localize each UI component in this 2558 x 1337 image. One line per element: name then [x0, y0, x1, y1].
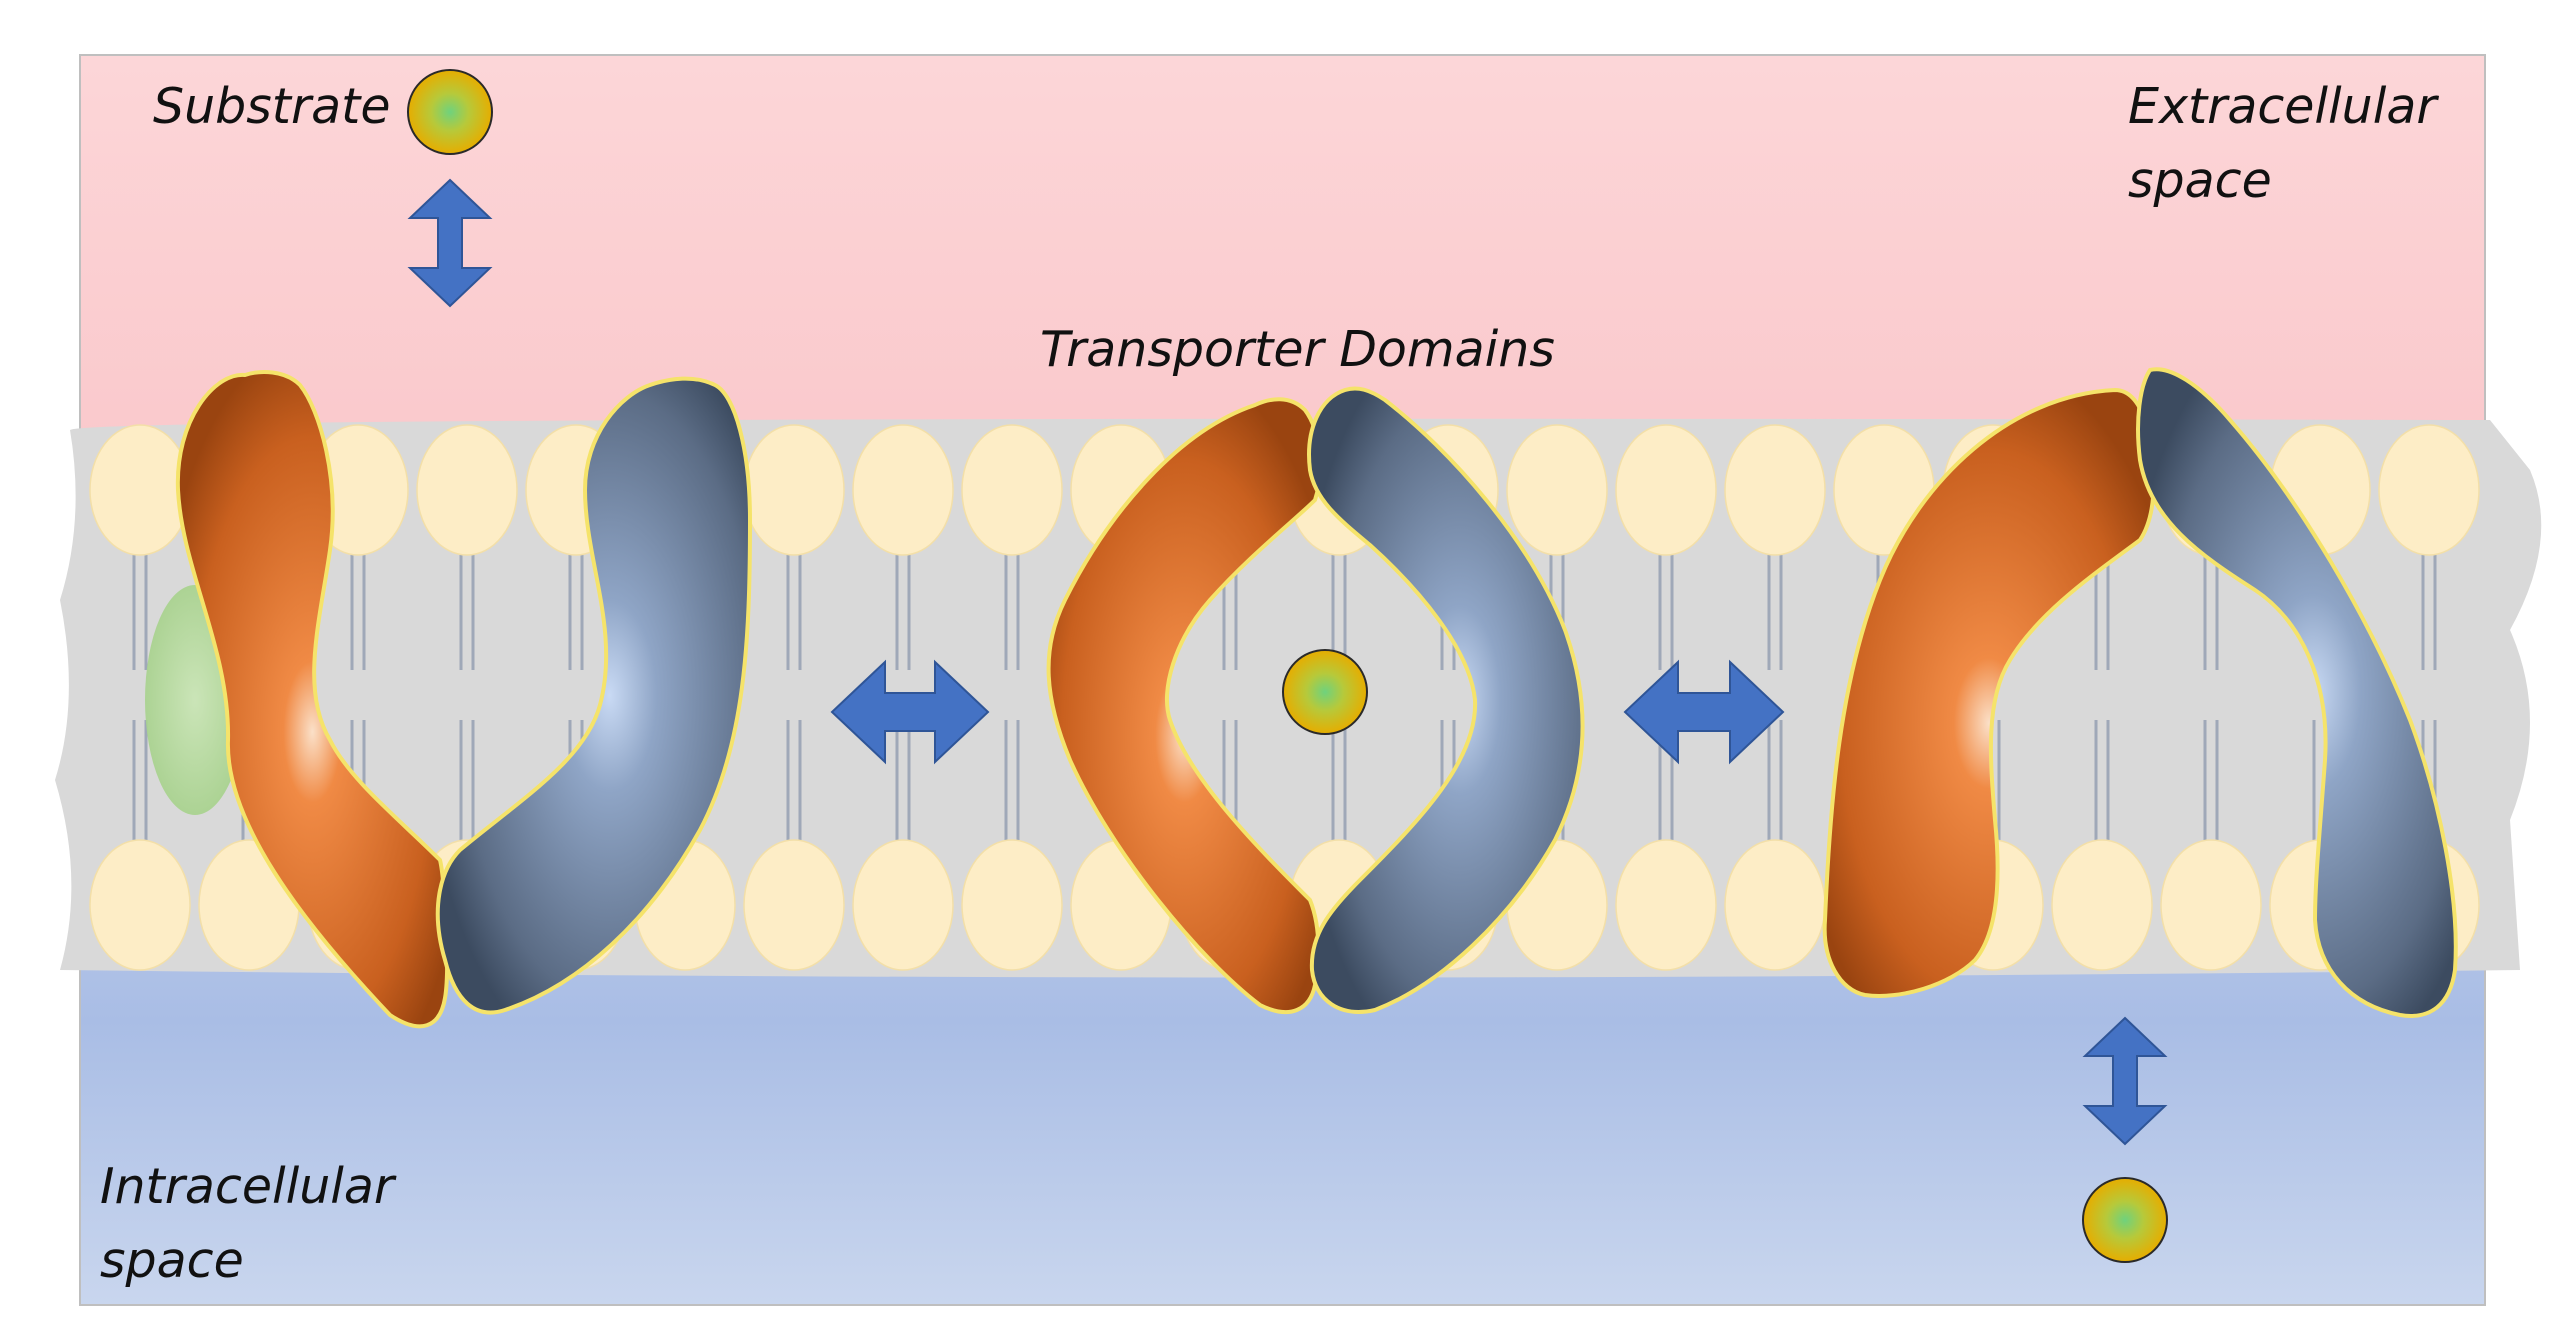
- intracellular-line1: Intracellular: [100, 1158, 395, 1215]
- double-arrow-vertical-icon: [2082, 1016, 2168, 1146]
- intracellular-space-label: Intracellular space: [100, 1150, 394, 1297]
- substrate-molecule-icon: [407, 69, 493, 155]
- lipid-head: [1615, 839, 1717, 971]
- lipid-head: [1615, 424, 1717, 556]
- transporter-inward-open: [1822, 367, 2458, 1018]
- lipid-head: [2051, 839, 2153, 971]
- double-arrow-vertical-icon: [407, 178, 493, 308]
- domain-slate-outward: [435, 376, 753, 1015]
- domain-slate-inward: [2136, 367, 2458, 1018]
- double-arrow-horizontal-icon: [830, 659, 990, 765]
- extracellular-line1: Extracellular: [2128, 78, 2437, 135]
- lipid-head: [416, 424, 518, 556]
- lipid-head: [852, 424, 954, 556]
- lipid-head: [852, 839, 954, 971]
- lipid-head: [2160, 839, 2262, 971]
- double-arrow-horizontal-icon: [1623, 659, 1785, 765]
- lipid-head: [961, 424, 1063, 556]
- intracellular-line2: space: [100, 1231, 244, 1289]
- extracellular-space-label: Extracellular space: [2128, 70, 2437, 217]
- domain-orange-inward: [1822, 387, 2156, 998]
- lipid-head: [89, 424, 191, 556]
- lipid-head: [1724, 424, 1826, 556]
- lipid-head: [743, 839, 845, 971]
- lipid-head: [1506, 424, 1608, 556]
- domain-orange-outward: [175, 370, 450, 1029]
- substrate-molecule-icon: [1282, 649, 1368, 735]
- transporter-occluded: [1046, 386, 1585, 1015]
- transporter-outward-open: [175, 370, 753, 1029]
- lipid-head: [89, 839, 191, 971]
- lipid-head: [743, 424, 845, 556]
- transporter-domains-label: Transporter Domains: [1040, 321, 1555, 378]
- lipid-head: [1724, 839, 1826, 971]
- domain-slate-occluded: [1307, 386, 1585, 1014]
- lipid-head: [961, 839, 1063, 971]
- substrate-molecule-icon: [2082, 1177, 2168, 1263]
- substrate-label: Substrate: [153, 78, 391, 135]
- extracellular-line2: space: [2128, 151, 2272, 209]
- lipid-head: [2378, 424, 2480, 556]
